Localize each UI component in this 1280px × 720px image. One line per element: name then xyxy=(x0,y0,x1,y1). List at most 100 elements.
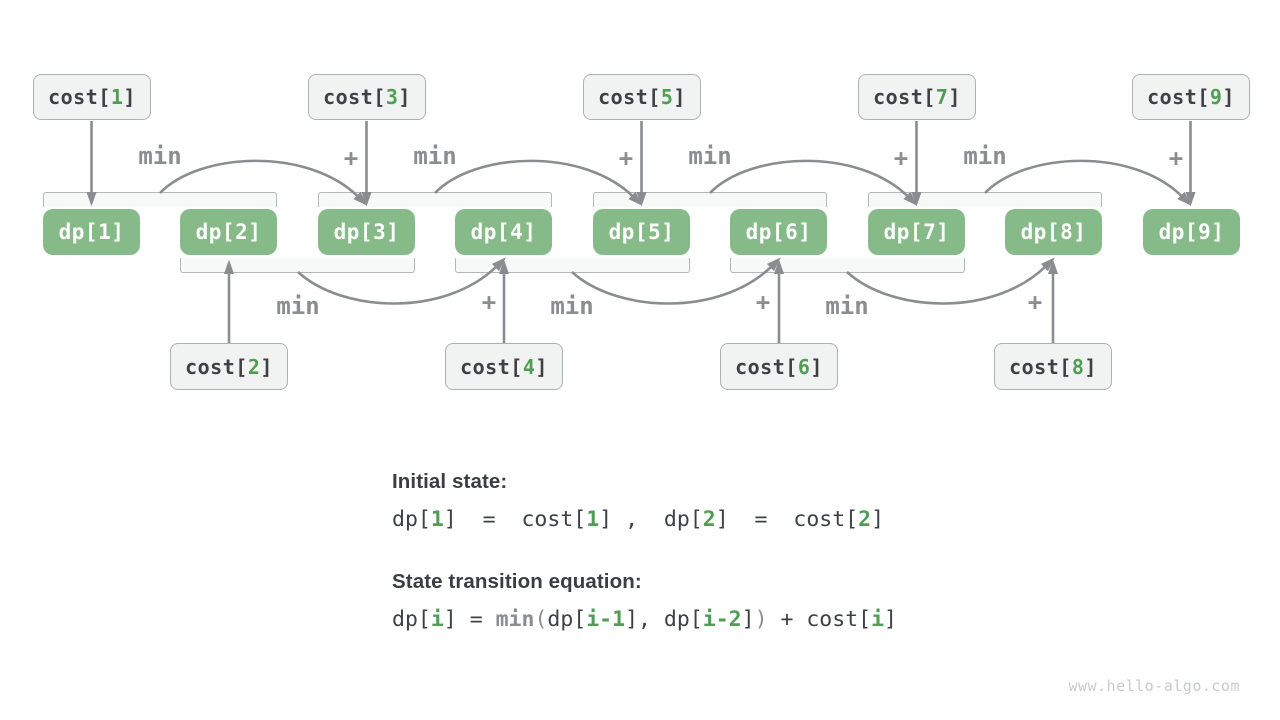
code-token: dp[ xyxy=(663,507,703,532)
cost-box-4: cost[4] xyxy=(445,343,563,390)
plus-label: + xyxy=(618,144,634,172)
min-label: min xyxy=(413,142,457,170)
cost-label-index: 9 xyxy=(1209,85,1223,109)
initial-state-title: Initial state: xyxy=(392,470,508,493)
min-label: min xyxy=(550,292,594,320)
code-token: + xyxy=(767,607,807,632)
min-label: min xyxy=(138,142,182,170)
cost-label-index: 2 xyxy=(247,354,261,379)
code-token: cost[ xyxy=(521,507,587,532)
cost-label-index: 7 xyxy=(935,85,949,109)
cost-label-prefix: cost[ xyxy=(323,85,386,109)
code-token: 1 xyxy=(430,507,444,532)
plus-label: + xyxy=(1027,288,1043,316)
code-token: = xyxy=(456,507,522,532)
dp-box-4: dp[4] xyxy=(455,209,552,255)
code-token: dp[ xyxy=(547,607,587,632)
cost-box-1: cost[1] xyxy=(33,74,151,120)
plus-label: + xyxy=(755,288,771,316)
group-bracket-top-dp1-dp2 xyxy=(43,192,277,207)
group-bracket-bottom-dp2-dp3 xyxy=(180,258,415,273)
plus-label: + xyxy=(1168,144,1184,172)
code-token: i-1 xyxy=(586,607,626,632)
cost-box-5: cost[5] xyxy=(583,74,701,120)
code-token: 2 xyxy=(858,507,872,532)
cost-label-index: 1 xyxy=(110,85,124,109)
cost-label-index: 3 xyxy=(385,85,399,109)
group-bracket-top-dp3-dp4 xyxy=(318,192,552,207)
code-token: ] xyxy=(741,607,755,632)
cost-box-8: cost[8] xyxy=(994,343,1112,390)
code-token: 2 xyxy=(702,507,716,532)
cost-label-prefix: cost[ xyxy=(1009,354,1072,379)
cost-label-suffix: ] xyxy=(123,85,136,109)
min-label: min xyxy=(276,292,320,320)
cost-label-prefix: cost[ xyxy=(460,354,523,379)
dp-box-5: dp[5] xyxy=(593,209,690,255)
cost-box-6: cost[6] xyxy=(720,343,838,390)
code-token xyxy=(651,607,664,632)
cost-label-prefix: cost[ xyxy=(873,85,936,109)
cost-label-prefix: cost[ xyxy=(1147,85,1210,109)
cost-label-suffix: ] xyxy=(948,85,961,109)
code-token: = xyxy=(456,607,496,632)
cost-label-suffix: ] xyxy=(1084,354,1097,379)
dp-box-9: dp[9] xyxy=(1143,209,1240,255)
cost-label-suffix: ] xyxy=(398,85,411,109)
code-token: dp[ xyxy=(663,607,703,632)
transition-equation: dp[i] = min(dp[i-1], dp[i-2]) + cost[i] xyxy=(392,607,897,632)
cost-label-prefix: cost[ xyxy=(185,354,248,379)
cost-label-suffix: ] xyxy=(810,354,823,379)
cost-label-suffix: ] xyxy=(260,354,273,379)
cost-label-index: 5 xyxy=(660,85,674,109)
cost-label-prefix: cost[ xyxy=(48,85,111,109)
dp-box-3: dp[3] xyxy=(318,209,415,255)
dp-box-2: dp[2] xyxy=(180,209,277,255)
code-token: ] xyxy=(443,607,457,632)
group-bracket-top-dp7-dp8 xyxy=(868,192,1102,207)
cost-box-3: cost[3] xyxy=(308,74,426,120)
dp-box-1: dp[1] xyxy=(43,209,140,255)
code-token: min xyxy=(495,607,535,632)
code-token: ( xyxy=(534,607,548,632)
transition-title: State transition equation: xyxy=(392,570,642,593)
dp-box-7: dp[7] xyxy=(868,209,965,255)
min-label: min xyxy=(963,142,1007,170)
watermark: www.hello-algo.com xyxy=(1068,677,1240,695)
plus-label: + xyxy=(481,288,497,316)
code-token: cost[ xyxy=(806,607,872,632)
cost-label-prefix: cost[ xyxy=(735,354,798,379)
initial-state-equation: dp[1] = cost[1] , dp[2] = cost[2] xyxy=(392,507,884,532)
group-bracket-top-dp5-dp6 xyxy=(593,192,827,207)
cost-label-suffix: ] xyxy=(1222,85,1235,109)
code-token: ] xyxy=(715,507,729,532)
code-token: ] xyxy=(599,507,613,532)
code-token: cost[ xyxy=(793,507,859,532)
group-bracket-bottom-dp6-dp7 xyxy=(730,258,965,273)
cost-label-index: 8 xyxy=(1071,354,1085,379)
cost-box-2: cost[2] xyxy=(170,343,288,390)
group-bracket-bottom-dp4-dp5 xyxy=(455,258,690,273)
code-token: dp[ xyxy=(392,507,431,532)
code-token: i xyxy=(871,607,885,632)
code-token: i xyxy=(430,607,444,632)
cost-label-suffix: ] xyxy=(535,354,548,379)
code-token: ) xyxy=(754,607,768,632)
code-token: dp[ xyxy=(392,607,431,632)
cost-label-index: 4 xyxy=(522,354,536,379)
code-token: ] xyxy=(884,607,897,632)
cost-box-9: cost[9] xyxy=(1132,74,1250,120)
code-token: ] xyxy=(871,507,885,532)
code-token: ], xyxy=(625,607,651,632)
min-label: min xyxy=(688,142,732,170)
plus-label: + xyxy=(343,144,359,172)
code-token: i-2 xyxy=(702,607,742,632)
cost-box-7: cost[7] xyxy=(858,74,976,120)
code-token: ] xyxy=(443,507,457,532)
dp-box-8: dp[8] xyxy=(1005,209,1102,255)
code-token: , xyxy=(612,507,664,532)
cost-label-index: 6 xyxy=(797,354,811,379)
min-label: min xyxy=(825,292,869,320)
code-token: 1 xyxy=(586,507,600,532)
